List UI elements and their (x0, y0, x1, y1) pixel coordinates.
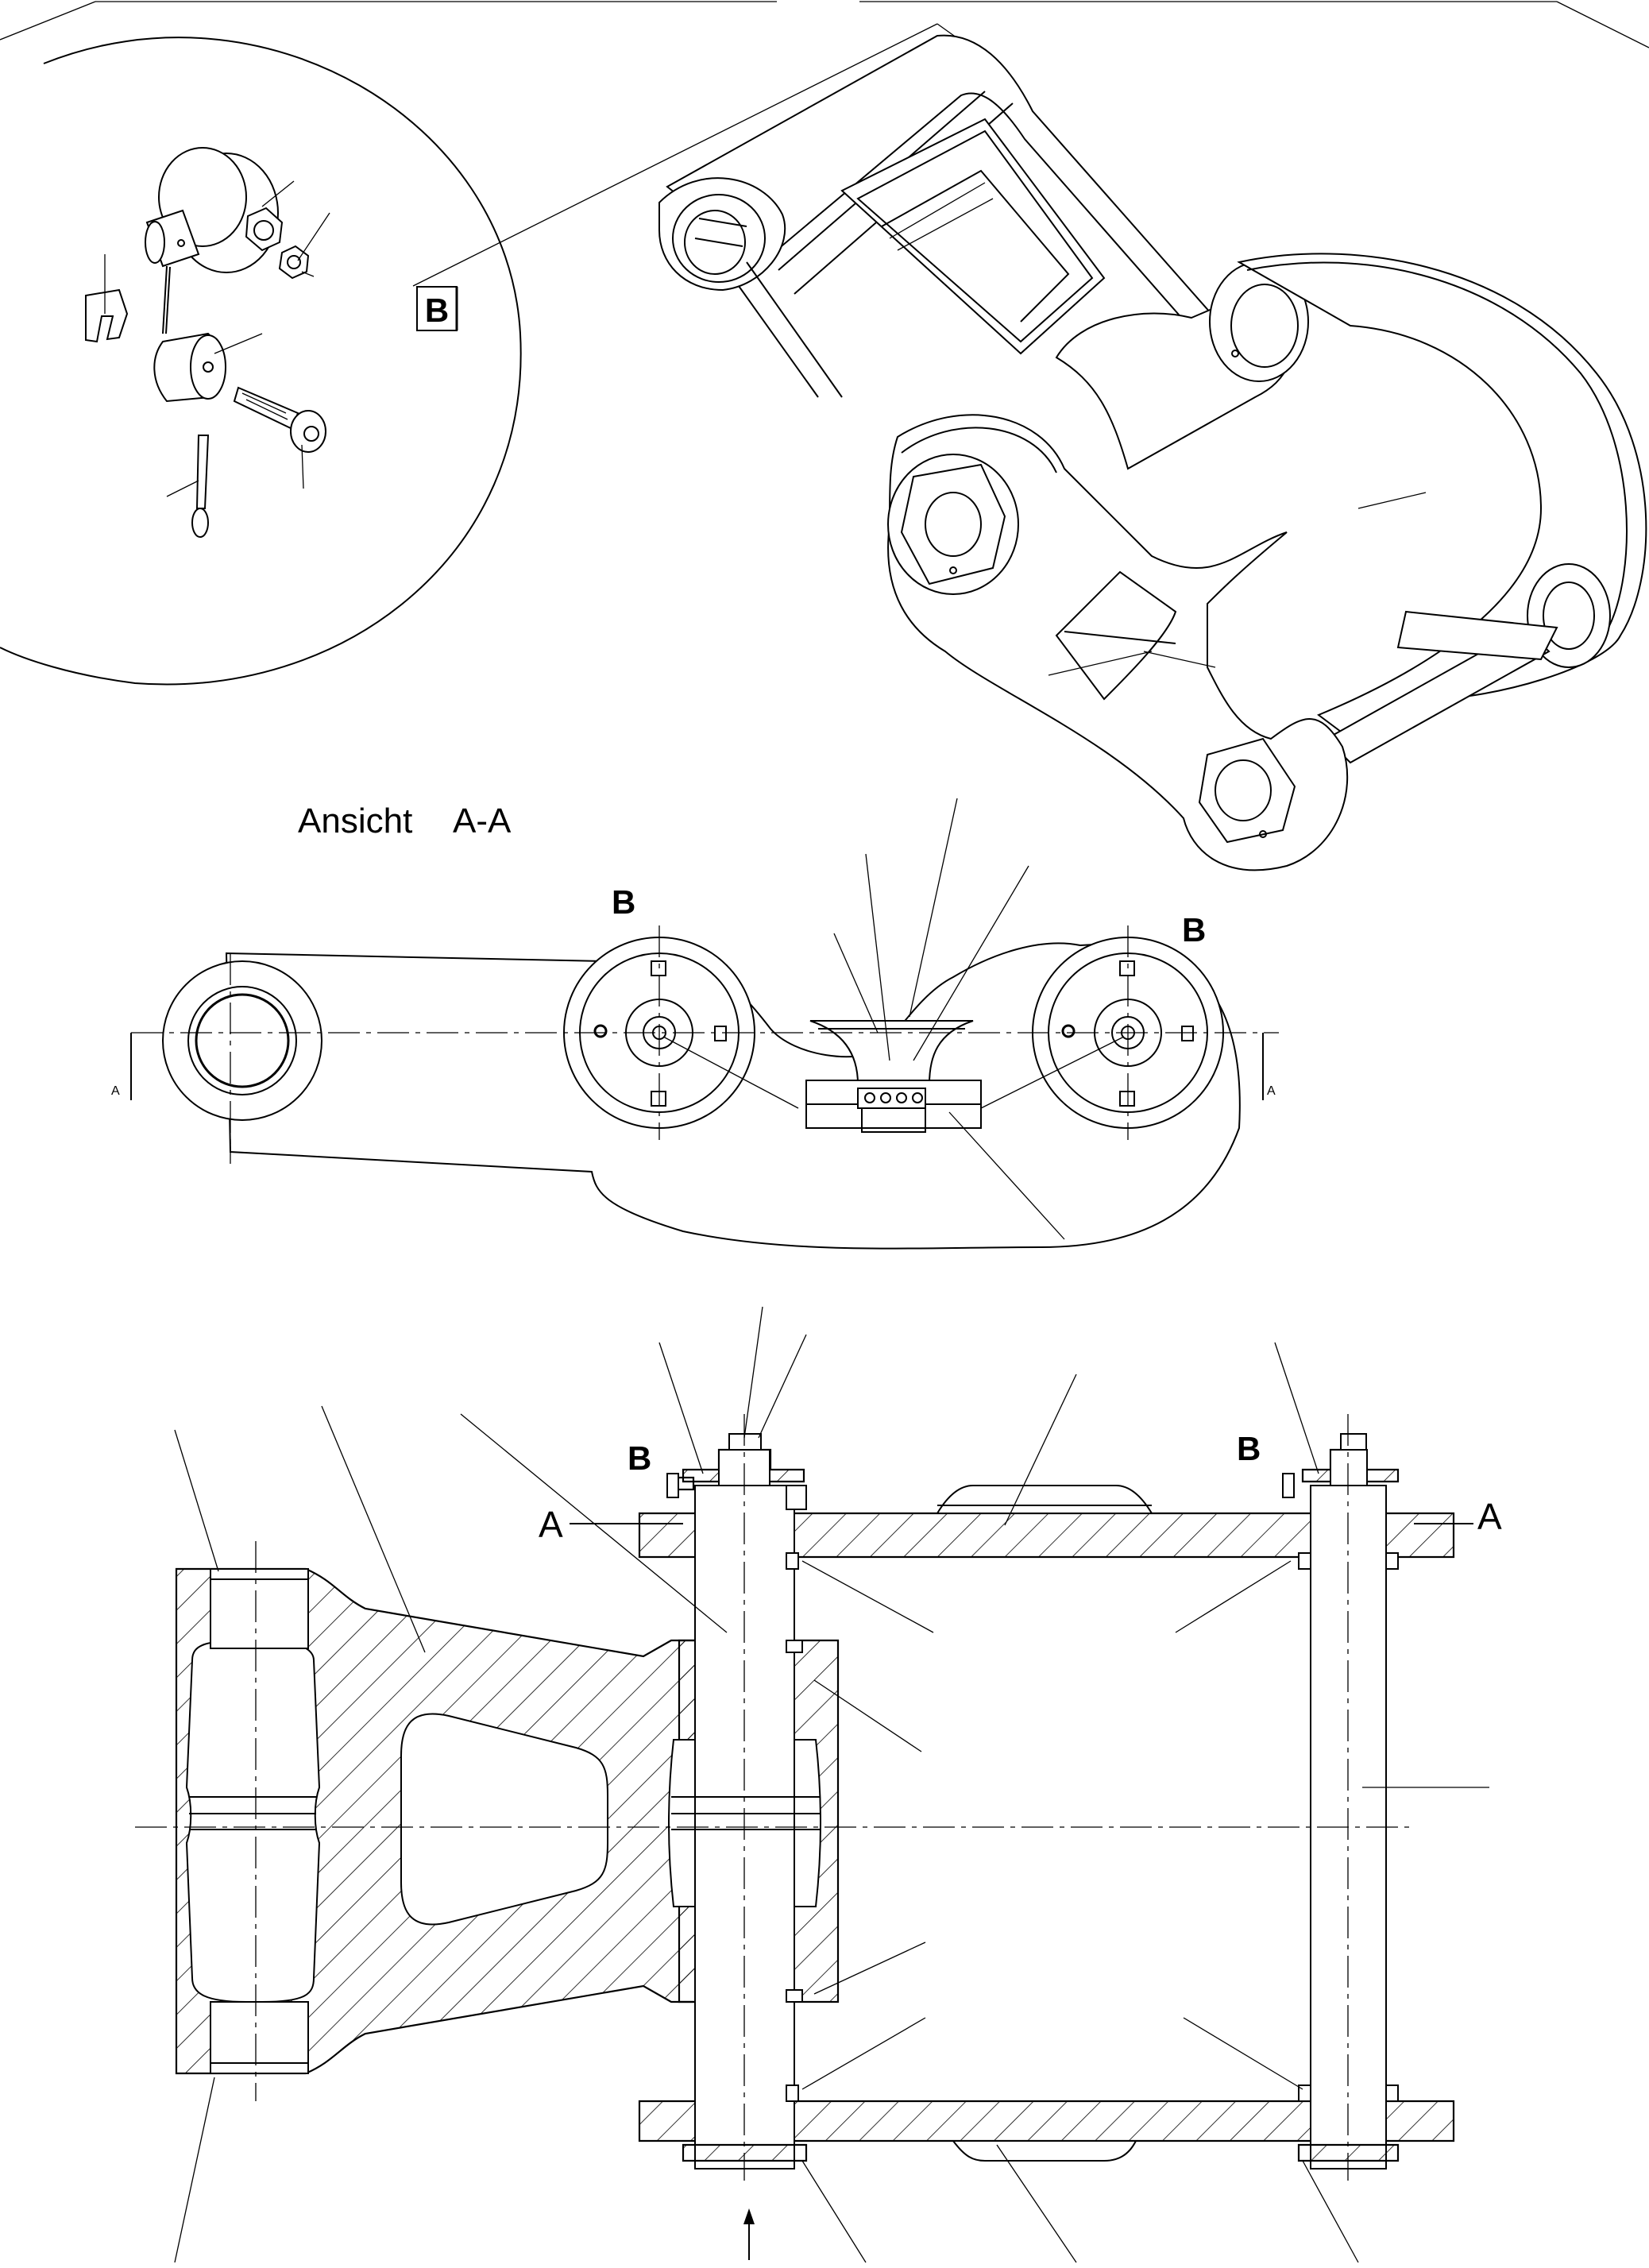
section-view-title-code: A-A (453, 802, 512, 840)
center-funnel (809, 1020, 974, 1085)
arm-cutout (400, 1713, 608, 1926)
long-bolt-part (233, 386, 326, 453)
marker-b-right-aa: B (1182, 911, 1206, 949)
sheet-frame (0, 1, 1649, 48)
left-eye (162, 960, 322, 1121)
bottom-plate (638, 2100, 1455, 2142)
section-mark-left: A (111, 1084, 120, 1098)
main-section-view: B B A A (135, 1306, 1502, 2263)
marker-b-left-main: B (628, 1439, 651, 1477)
detail-circle (0, 37, 522, 686)
section-view-title-word: Ansicht (298, 802, 412, 840)
top-plate (638, 1512, 1455, 1559)
clip-part (85, 288, 129, 343)
marker-b-right-main: B (1237, 1430, 1261, 1467)
isometric-view (412, 23, 1647, 871)
cotter-pin-part (191, 435, 210, 538)
detail-view-b: B (0, 37, 522, 686)
section-mark-right: A (1267, 1084, 1276, 1098)
section-view-aa: Ansicht A-A B B (111, 798, 1279, 1250)
detail-label-b: B (425, 292, 449, 329)
marker-b-left-aa: B (612, 883, 635, 921)
bolt-flange-part (145, 147, 310, 280)
detail-leaders (104, 180, 330, 497)
sleeve-part (153, 332, 226, 403)
cut-label-left: A (539, 1504, 563, 1545)
cut-label-right: A (1477, 1496, 1502, 1537)
